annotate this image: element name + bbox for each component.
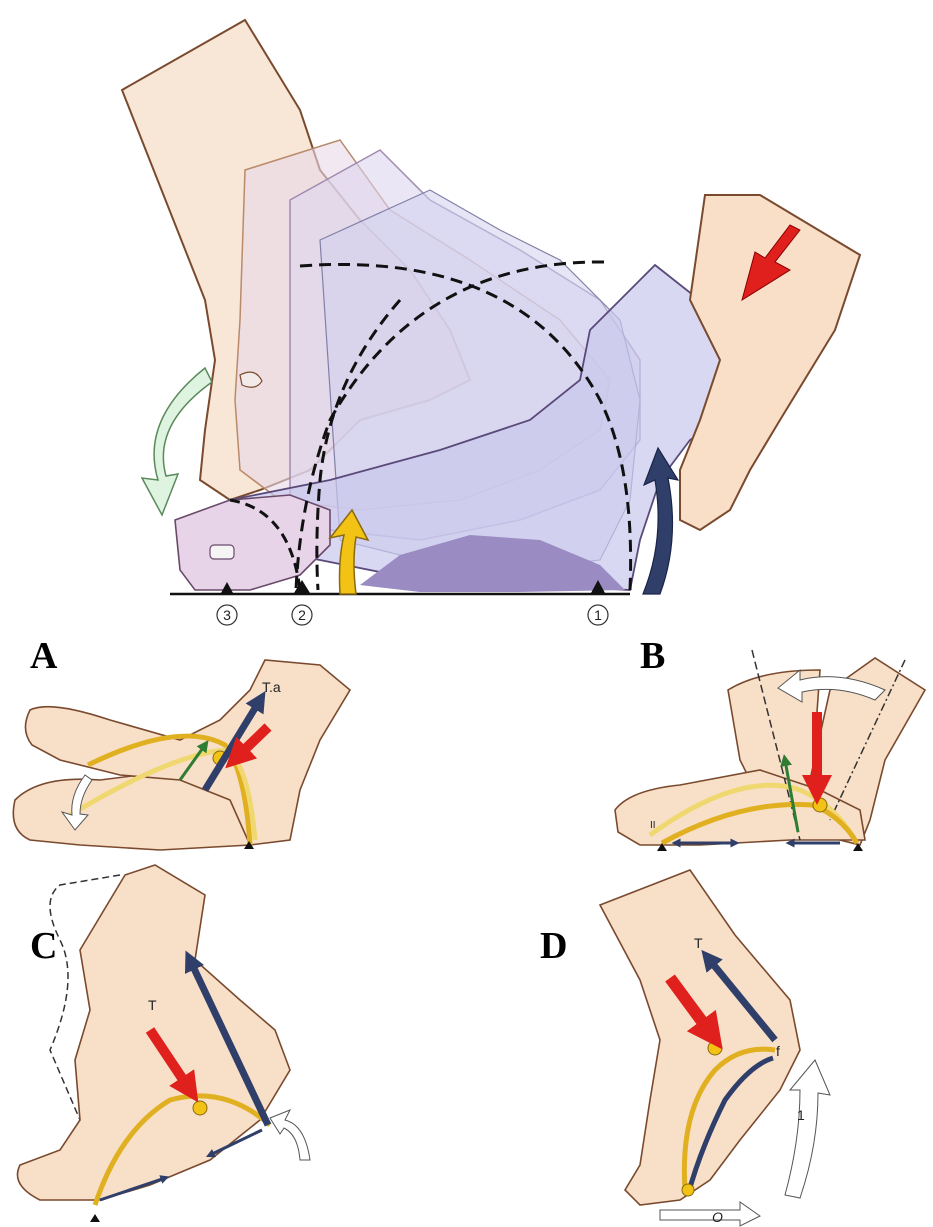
panel-d-white-curved-arrow — [785, 1060, 830, 1198]
svg-text:3: 3 — [223, 607, 231, 623]
panel-d-ground-label: O — [712, 1209, 723, 1225]
panel-b-toe-mark: II — [650, 820, 656, 831]
panel-c-white-arrow — [270, 1110, 310, 1160]
toes-cluster — [175, 495, 330, 590]
panel-c-force-label: T — [148, 997, 157, 1013]
panel-c: C T — [18, 865, 311, 1222]
mint-curved-arrow — [142, 368, 212, 515]
main-gait-illustration: 3 2 1 — [122, 20, 860, 625]
panel-d-force-label: T — [694, 935, 703, 951]
panel-a: A T.a — [13, 635, 350, 850]
panel-c-letter: C — [30, 925, 57, 967]
contact-point-2: 2 — [292, 605, 312, 625]
panel-d-ground-arrow — [660, 1202, 760, 1226]
contact-point-3: 3 — [217, 605, 237, 625]
panel-c-contact-triangle — [90, 1214, 100, 1222]
panel-d-letter: D — [540, 925, 567, 967]
panel-a-letter: A — [30, 635, 58, 677]
panel-b-letter: B — [640, 635, 665, 677]
panel-b: B II — [615, 635, 925, 851]
panel-a-force-label: T.a — [262, 679, 281, 695]
panel-d-toe-joint — [682, 1184, 694, 1196]
panel-c-talus-joint — [193, 1101, 207, 1115]
panel-d-rotation-label: 1 — [797, 1107, 805, 1123]
panel-b-talus-joint — [813, 798, 827, 812]
contact-point-1: 1 — [588, 605, 608, 625]
toe-nail — [210, 545, 234, 559]
panel-d-fascia-label: f — [776, 1043, 780, 1059]
panel-d-talus-joint — [708, 1041, 722, 1055]
panel-d: D T f 1 O — [540, 870, 830, 1226]
svg-text:2: 2 — [298, 607, 306, 623]
svg-text:1: 1 — [594, 607, 602, 623]
